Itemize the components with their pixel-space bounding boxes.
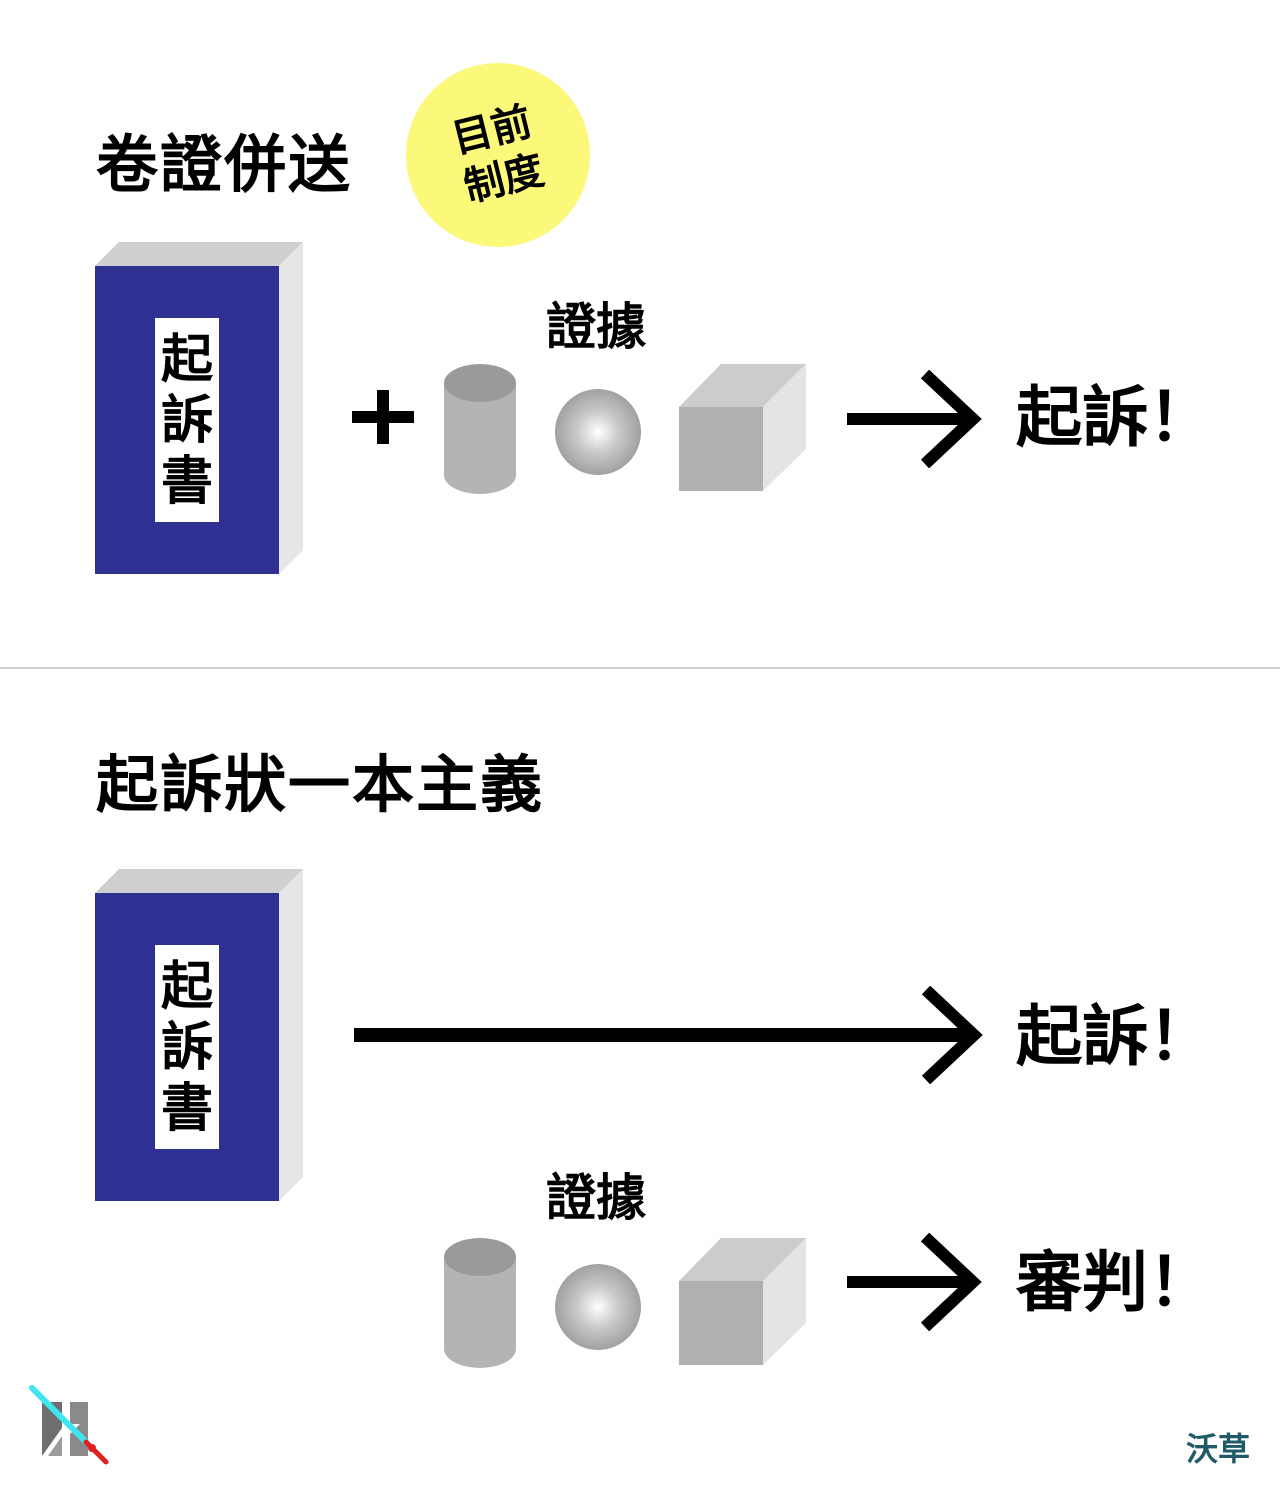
arrow-icon <box>847 369 987 469</box>
cube-icon <box>679 364 807 492</box>
section-heading-bottom: 起訴狀一本主義 <box>96 748 545 821</box>
arrow-icon <box>847 1232 987 1332</box>
result-trial: 審判！ <box>1016 1244 1214 1321</box>
book-label: 起訴書 <box>160 328 213 512</box>
cylinder-icon <box>443 1237 517 1369</box>
sword-logo-icon <box>28 1384 112 1468</box>
result-indictment-bottom: 起訴！ <box>1016 998 1214 1075</box>
sphere-icon <box>554 1263 642 1351</box>
result-indictment-top: 起訴！ <box>1016 379 1214 456</box>
sphere-icon <box>554 388 642 476</box>
brand-name: 沃草 <box>1186 1430 1251 1468</box>
indictment-book-icon: 起訴書 <box>95 869 303 1201</box>
plus-icon <box>352 390 414 444</box>
section-heading-top: 卷證併送 <box>96 128 353 201</box>
indictment-book-icon: 起訴書 <box>95 242 303 574</box>
cylinder-icon <box>443 363 517 495</box>
book-label: 起訴書 <box>160 955 213 1139</box>
current-system-badge: 目前制度 <box>406 63 590 247</box>
evidence-label-top: 證據 <box>546 297 646 356</box>
long-arrow-icon <box>354 985 988 1085</box>
cube-icon <box>679 1238 807 1366</box>
badge-label: 目前制度 <box>447 98 549 212</box>
section-divider <box>0 667 1280 669</box>
evidence-label-bottom: 證據 <box>546 1168 646 1227</box>
